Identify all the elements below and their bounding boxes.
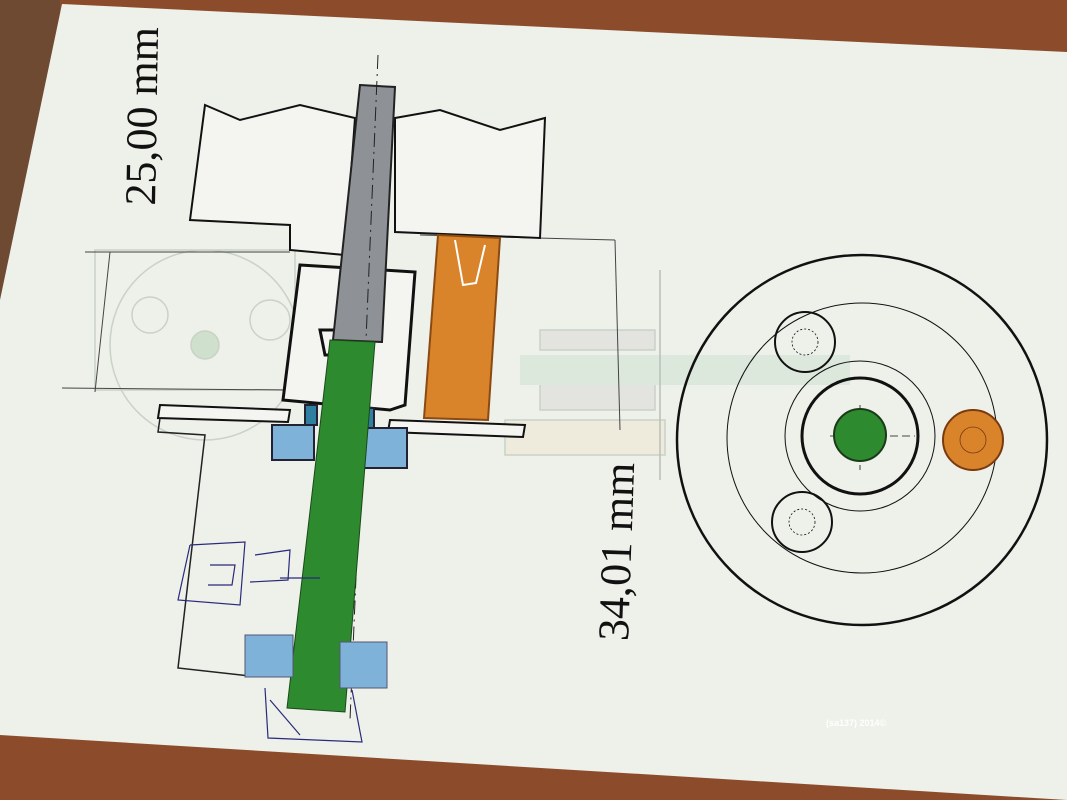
dimension-label-bottom: 34,01 mm: [588, 461, 645, 642]
dimension-label-top: 25,00 mm: [115, 26, 169, 206]
green-shaft: [286, 339, 376, 713]
pen-sketch: [177, 541, 363, 743]
front-view-orange-pin: [942, 409, 1004, 471]
orange-bushing-inner: [454, 239, 486, 287]
base-plate: [156, 403, 292, 424]
orange-bushing: [422, 233, 502, 422]
lower-bearing: [244, 634, 388, 689]
gray-shaft: [331, 83, 397, 344]
front-view-orange-pin-inner: [959, 426, 987, 454]
clamp-jaw-right: [394, 108, 547, 240]
front-view-green-hub: [833, 408, 887, 462]
faint-layer: [94, 249, 850, 480]
watermark-text: (sa137) 2014©: [826, 718, 887, 728]
lower-body: [157, 417, 251, 677]
